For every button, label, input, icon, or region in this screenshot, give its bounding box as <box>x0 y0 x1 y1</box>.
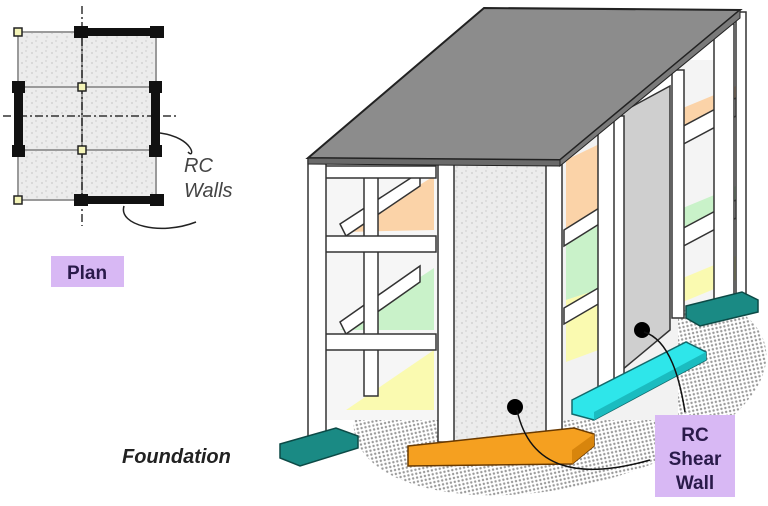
plan-column-icons <box>13 27 87 205</box>
plan-leader-line <box>122 205 197 229</box>
rc-shear-wall-front <box>453 159 547 443</box>
plan-rc-wall-bottom <box>78 196 160 204</box>
shear-wall-label-2: Shear <box>669 449 722 470</box>
foundation-label: Foundation <box>122 446 231 468</box>
plan-view: RC Walls Plan <box>3 6 233 287</box>
shear-wall-label-badge <box>655 415 735 497</box>
plan-rc-wall-top <box>78 28 160 36</box>
footing-front-left <box>279 427 359 467</box>
shear-wall-leader-line <box>643 331 686 413</box>
plan-leader-line <box>159 132 193 155</box>
shear-wall-label-3: Wall <box>676 473 714 494</box>
shear-wall-label-1: RC <box>681 425 709 446</box>
plan-rc-walls-label-2: Walls <box>184 180 233 202</box>
plan-title: Plan <box>67 263 107 284</box>
shear-wall-marker <box>634 322 650 338</box>
footing-back-right <box>685 291 759 327</box>
plan-rc-walls-label-1: RC <box>184 155 213 177</box>
plan-rc-wall-left <box>14 83 23 155</box>
plan-title-badge <box>51 256 124 287</box>
building-3d: RC Shear Wall Foundation <box>122 6 767 497</box>
column-front-left <box>307 159 327 443</box>
shear-wall-leader-line <box>516 409 651 471</box>
shear-wall-marker <box>507 399 523 415</box>
plan-rc-wall-right <box>151 83 160 155</box>
